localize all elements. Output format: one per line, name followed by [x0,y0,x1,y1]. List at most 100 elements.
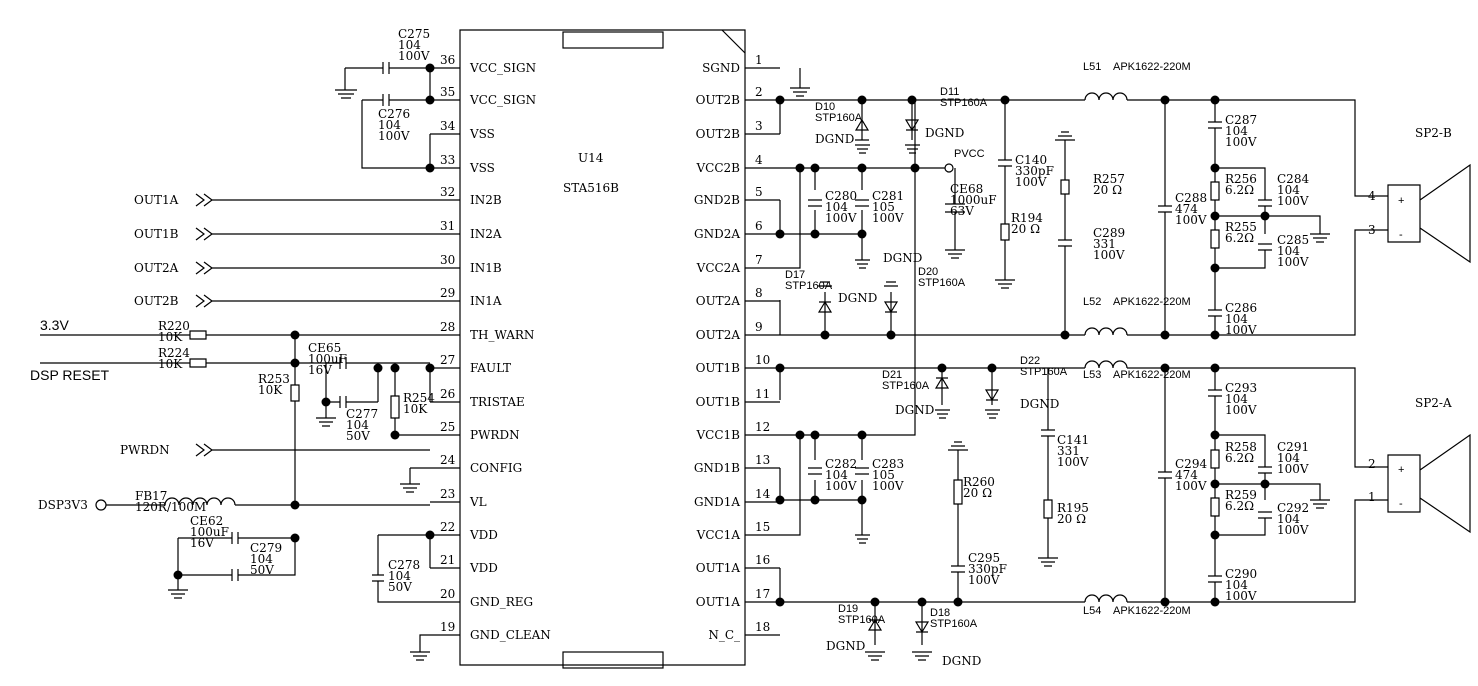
component-label: L53 [1083,369,1101,381]
component-label: 10K [403,402,428,416]
component-label: 104 [1277,183,1300,197]
junction-dot [886,330,896,340]
junction-dot [321,397,331,407]
pin-number: 8 [755,286,763,300]
component-label: 100V [1277,194,1309,208]
component-label: C293 [1225,381,1257,395]
dgnd-label: DGND [895,403,934,417]
pin-label: OUT2A [696,328,741,342]
pin-number: 13 [755,453,770,467]
junction-dot [1210,597,1220,607]
component-label: 331 [1093,237,1116,251]
component-label: C284 [1277,172,1309,186]
pin-number: 20 [440,587,455,601]
junction-dot [1160,330,1170,340]
net-dsp3v3: DSP3V3 [38,498,88,512]
junction-dot [1210,530,1220,540]
junction-dot [1210,363,1220,373]
component-label: C275 [398,27,430,41]
junction-dot [425,530,435,540]
component-label: 331 [1057,444,1080,458]
junction-dot [795,430,805,440]
pin-label: VSS [469,127,495,141]
component-label: R256 [1225,172,1257,186]
pin-number: 17 [755,587,770,601]
component-label: R224 [158,346,190,360]
component-label: FB17 [135,489,167,503]
junction-dot [775,95,785,105]
component-label: 6.2Ω [1225,451,1254,465]
component-label: 100V [1277,523,1309,537]
component-label: 104 [1277,244,1300,258]
input-label: OUT1A [134,193,179,207]
pin-number: 5 [755,185,763,199]
component-label: 100uF [308,352,347,366]
junction-dot [810,495,820,505]
component-label: 100V [968,573,1000,587]
component-label: R257 [1093,172,1125,186]
dgnd-label: DGND [838,291,877,305]
component-label: STP160A [940,97,988,109]
speaker-plus: + [1398,464,1404,476]
junction-dot [857,430,867,440]
component-label: 104 [250,552,273,566]
pin-label: GND_CLEAN [470,628,551,642]
component-label: STP160A [930,618,978,630]
component-label: 20 Ω [1011,222,1040,236]
component-label: 50V [250,563,274,577]
component-label: 100V [1225,589,1257,603]
component-label: R194 [1011,211,1043,225]
pin-number: 15 [755,520,770,534]
pin-label: OUT1A [696,595,741,609]
component-label: CE62 [190,514,223,528]
component-label: C140 [1015,153,1047,167]
junction-dot [1260,211,1270,221]
component-label: 6.2Ω [1225,183,1254,197]
pin-label: VSS [469,161,495,175]
component-label: C287 [1225,113,1257,127]
junction-dot [390,363,400,373]
pin-label: IN1A [470,294,502,308]
junction-dot [290,500,300,510]
component-label: 104 [388,569,411,583]
component-label: 104 [1225,124,1248,138]
pin-number: 10 [755,353,770,367]
component-label: C278 [388,558,420,572]
pin-label: CONFIG [470,461,522,475]
pin-number: 31 [440,219,455,233]
ic-body: U14 STA516B [459,29,746,669]
speaker-minus: - [1399,498,1403,510]
pin-label: PWRDN [470,428,520,442]
pin-number: 16 [755,553,770,567]
component-label: 104 [1277,451,1300,465]
junction-dot [775,229,785,239]
component-label: STP160A [838,614,886,626]
component-label: STP160A [1020,366,1068,378]
pin-number: 19 [440,620,455,634]
component-label: L51 [1083,61,1101,73]
component-label: C280 [825,189,857,203]
component-label: 100V [1093,248,1125,262]
component-label: 474 [1175,202,1198,216]
junction-dot [290,533,300,543]
component-label: D18 [930,607,950,619]
junction-dot [1210,163,1220,173]
component-label: R255 [1225,220,1257,234]
junction-dot [1160,597,1170,607]
junction-dot [425,363,435,373]
pin-label: VDD [469,528,498,542]
dgnd-label: DGND [826,639,865,653]
component-label: 105 [872,200,895,214]
pin-number: 33 [440,153,455,167]
component-label: 100V [398,49,430,63]
pin-number: 32 [440,185,455,199]
junction-dot [775,597,785,607]
labels: OUT1A OUT1B OUT2A OUT2B PWRDN 3.3V DSP R… [30,126,1452,512]
component-label: 330pF [1015,164,1054,178]
component-label: R254 [403,391,435,405]
pin-label: TRISTAE [470,395,525,409]
junction-dot [425,63,435,73]
junction-dot [373,363,383,373]
component-label: CE68 [950,182,983,196]
junction-dot [775,363,785,373]
